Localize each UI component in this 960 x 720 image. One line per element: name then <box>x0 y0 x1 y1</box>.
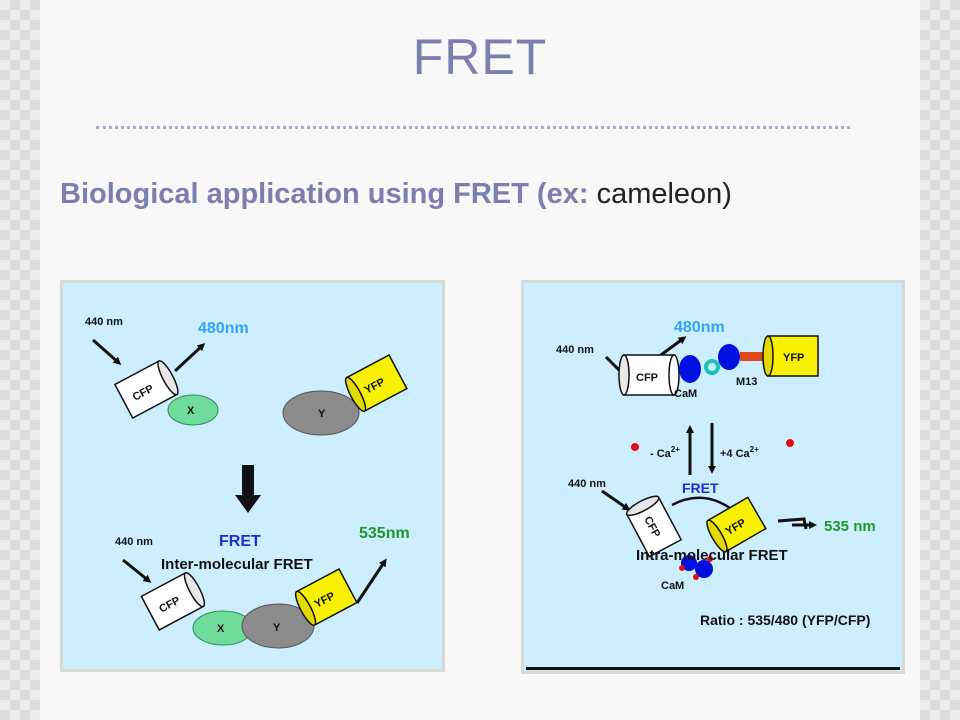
m13-peptide <box>740 352 766 361</box>
emission-label-535: 535nm <box>359 525 410 542</box>
slide-subtitle: Biological application using FRET (ex: c… <box>60 178 732 211</box>
cam-lobe-left <box>679 355 701 383</box>
subtitle-main: Biological application using FRET (ex: <box>60 178 589 210</box>
ca-ion-right <box>786 439 794 447</box>
panel-bottom-rule <box>526 667 900 670</box>
cam-label-bottom: CaM <box>661 580 684 592</box>
ca-ion-left <box>631 443 639 451</box>
minus-ca-charge: 2+ <box>671 445 680 454</box>
minus-ca-label: - Ca2+ <box>650 445 680 460</box>
cfp-barrel-bottom: CFP <box>140 571 206 631</box>
yfp-label-top-right: YFP <box>783 352 804 364</box>
excitation-label-bottom-right: 440 nm <box>568 478 606 490</box>
slide-title: FRET <box>412 29 548 85</box>
protein-x-label-bottom: X <box>217 623 225 635</box>
excitation-label-top-right: 440 nm <box>556 344 594 356</box>
cfp-barrel-top: CFP <box>113 360 179 420</box>
minus-ca-text: - Ca <box>650 448 672 460</box>
cfp-label-top-right: CFP <box>636 372 658 384</box>
intra-molecular-svg: 440 nm 480nm CFP YFP CaM M13 - Ca2+ + <box>526 319 900 670</box>
cam-bound-lobe-1 <box>681 555 697 571</box>
yfp-barrel-top-right: YFP <box>762 335 819 377</box>
protein-y-label-bottom: Y <box>273 622 281 634</box>
ca-bound-1 <box>679 565 685 571</box>
excitation-label-top: 440 nm <box>85 316 123 328</box>
plus-ca-text: +4 Ca <box>720 448 751 460</box>
protein-y-label-top: Y <box>318 408 326 420</box>
excitation-arrow-bottom-right <box>601 489 631 511</box>
emission-label-480: 480nm <box>198 320 249 337</box>
emission-label-535-right: 535 nm <box>824 518 876 535</box>
subtitle-example: cameleon) <box>596 178 732 210</box>
protein-x-label-top: X <box>187 405 195 417</box>
cam-label-top: CaM <box>674 388 697 400</box>
m13-label: M13 <box>736 376 757 388</box>
cam-bound-lobe-2 <box>695 560 713 578</box>
cam-linker <box>704 359 720 375</box>
excitation-arrow-top <box>92 338 122 365</box>
title-divider <box>96 126 850 129</box>
protein-y-top <box>282 390 360 436</box>
ratio-label: Ratio : 535/480 (YFP/CFP) <box>700 612 870 628</box>
cam-lobe-right <box>718 344 740 370</box>
fret-label-left: FRET <box>219 533 261 550</box>
yfp-barrel-bottom-right: YFP <box>706 496 767 553</box>
intra-molecular-fret-diagram: 440 nm 480nm CFP YFP CaM M13 - Ca2+ + <box>521 280 905 674</box>
protein-x-top <box>167 394 219 426</box>
yfp-barrel-bottom: YFP <box>294 568 358 627</box>
inter-molecular-svg: 440 nm 480nm X CFP Y YFP FRET 535nm 440 … <box>85 316 410 649</box>
inter-molecular-caption: Inter-molecular FRET <box>161 556 313 573</box>
emission-arrow-480 <box>173 342 206 373</box>
fret-transfer-arrow <box>671 496 737 513</box>
cfp-barrel-bottom-right: CFP <box>625 495 683 558</box>
ca-bound-2 <box>693 574 699 580</box>
ca-bound-3 <box>707 556 713 562</box>
excitation-arrow-bottom <box>122 558 152 583</box>
plus-ca-charge: 2+ <box>750 445 759 454</box>
plus-ca-label: +4 Ca2+ <box>720 445 759 460</box>
down-arrow-shaft <box>242 465 254 495</box>
emission-arrow-535 <box>355 558 387 604</box>
inter-molecular-fret-diagram: 440 nm 480nm X CFP Y YFP FRET 535nm 440 … <box>60 280 445 672</box>
fret-label-right: FRET <box>682 480 719 496</box>
yfp-barrel-top: YFP <box>344 354 408 413</box>
cfp-barrel-top-right: CFP <box>618 354 680 396</box>
emission-label-480-right: 480nm <box>674 319 725 336</box>
intra-molecular-caption: Intra-molecular FRET <box>636 547 788 564</box>
excitation-label-bottom: 440 nm <box>115 536 153 548</box>
down-arrow-head <box>235 495 261 513</box>
